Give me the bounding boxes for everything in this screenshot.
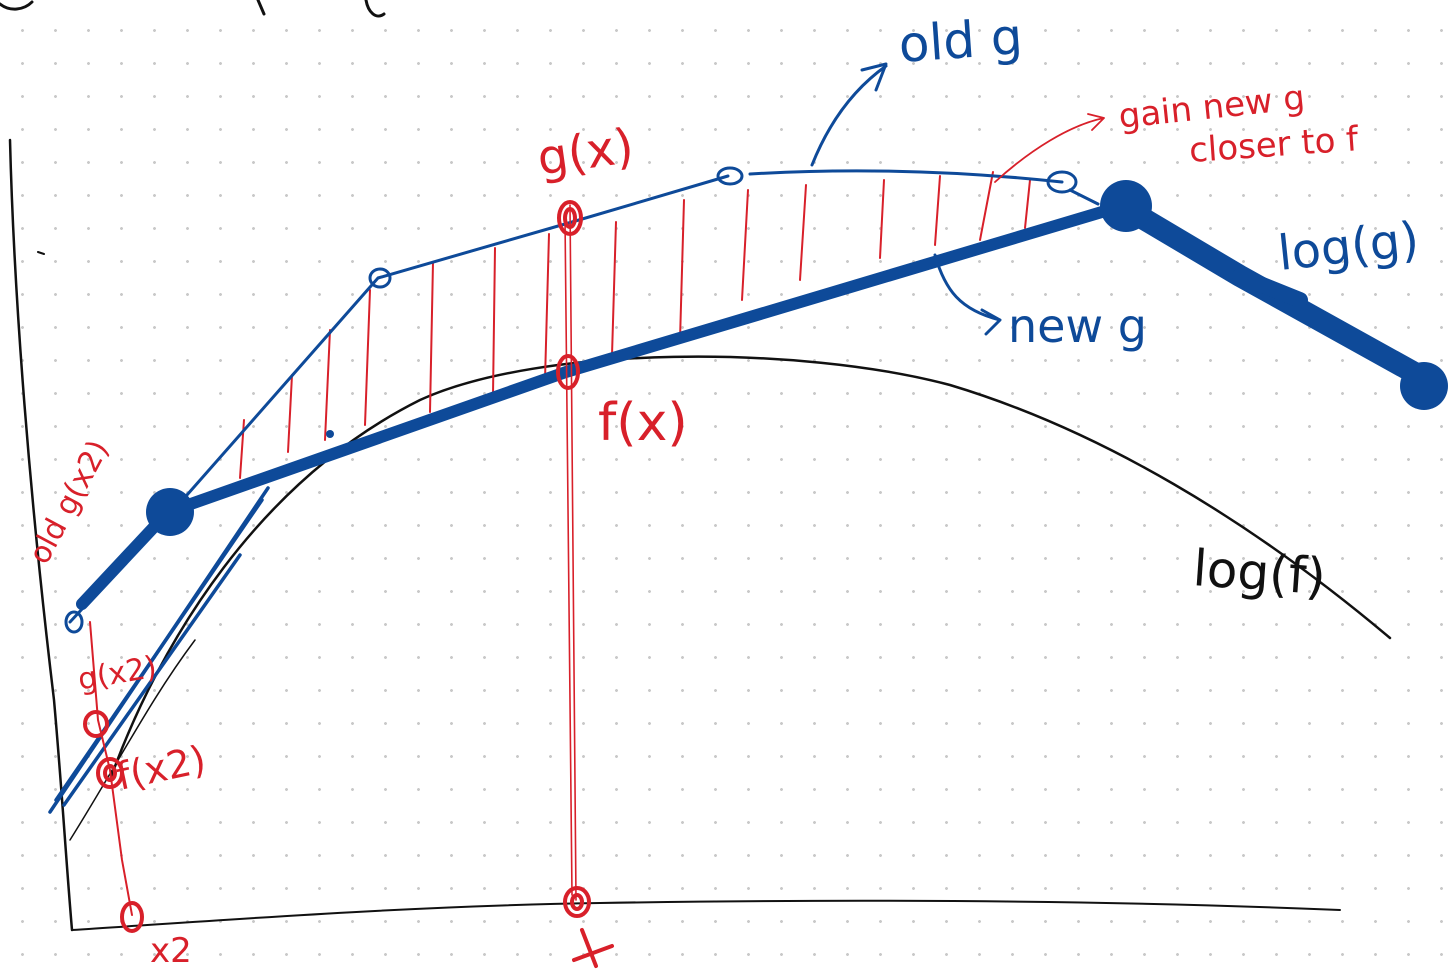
label-log-g: log(g) (1275, 211, 1421, 281)
red-markers (83, 200, 591, 933)
marker-g-at-x (557, 200, 583, 236)
marker-f-at-x2 (96, 757, 124, 789)
label-old-g: old g (897, 7, 1025, 73)
x-vertical-line (564, 204, 577, 901)
axes (8, 138, 1341, 932)
gain-arrow (994, 113, 1105, 183)
label-f-at-x: f(x) (598, 393, 688, 453)
label-x2: x2 (150, 931, 192, 971)
old-g-knots (64, 166, 1078, 634)
label-f-at-x2: f(x2) (113, 737, 210, 799)
marker-x2 (120, 901, 144, 933)
marker-f-at-x (556, 354, 580, 390)
old-g-arrow (810, 62, 888, 167)
gap-hatching (239, 171, 1031, 479)
new-g-arrow (933, 253, 1002, 336)
x2-vertical-line (89, 621, 133, 916)
label-new-g: new g (1008, 299, 1147, 353)
log-f-curve-lower-trace (69, 639, 196, 841)
x-cross (572, 928, 614, 968)
label-g-at-x: g(x) (534, 118, 637, 187)
marker-g-at-x2 (83, 710, 109, 738)
new-g-knots (146, 180, 1448, 536)
marker-x (563, 886, 591, 918)
y-axis (8, 138, 74, 932)
tangent-at-x2 (48, 486, 270, 814)
log-f-curve (108, 355, 1392, 782)
label-log-f: log(f) (1191, 539, 1328, 606)
label-old-g-at-x2: old g(x2) (22, 435, 116, 570)
cropped-heading-scribble (0, 0, 386, 18)
x-axis (71, 899, 1341, 931)
